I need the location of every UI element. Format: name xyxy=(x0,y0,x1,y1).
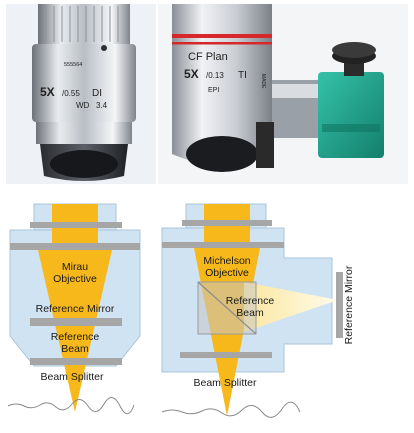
michelson-top-lens-plate xyxy=(182,220,272,226)
michelson-diagram: Michelson Objective Reference Beam Refer… xyxy=(161,203,355,418)
engraving-wd: WD xyxy=(76,101,90,110)
michelson-bottom-plate xyxy=(180,352,272,358)
michelson-beam-splitter-label: Beam Splitter xyxy=(193,377,257,389)
michelson-input-beam xyxy=(204,204,250,220)
mirau-diagram: Mirau Objective Reference Mirror Referen… xyxy=(7,203,141,415)
michelson-photo-engraving: CF Plan 5X /0.13 TI EPI MADE xyxy=(184,51,266,94)
mirau-lens-plate xyxy=(10,243,140,250)
mirau-reference-mirror-label: Reference Mirror xyxy=(36,303,115,315)
michelson-objective-label-2: Objective xyxy=(205,267,249,279)
mirau-top-lens-plate xyxy=(30,222,122,228)
engraving-ti: TI xyxy=(238,70,247,81)
mirau-sample-surface xyxy=(7,397,135,415)
engraving-aperture: /0.55 xyxy=(62,89,80,98)
mirau-beam-cone xyxy=(38,250,112,412)
mirau-reference-beam-label-2: Beam xyxy=(61,343,89,355)
engraving-made: MADE xyxy=(260,74,266,89)
mirau-beam-splitter-label: Beam Splitter xyxy=(40,371,104,383)
michelson-reference-mirror xyxy=(336,272,343,338)
mirau-objective-label-2: Objective xyxy=(53,273,97,285)
engraving-wd-value: 3.4 xyxy=(96,101,108,110)
engraving-epi: EPI xyxy=(208,87,219,94)
mirau-reference-mirror xyxy=(30,318,122,326)
michelson-reference-mirror-label: Reference Mirror xyxy=(343,265,355,344)
mirau-objective-photo: 555564 5X /0.55 DI WD 3.4 xyxy=(6,4,156,184)
mirau-beam-splitter xyxy=(30,358,122,365)
michelson-reference-beam-label: Reference xyxy=(226,295,275,307)
engraving-serial: 555564 xyxy=(64,62,82,68)
michelson-reference-beam xyxy=(244,282,338,332)
michelson-reference-beam-label-2: Beam xyxy=(236,307,264,319)
engraving-aperture: /0.13 xyxy=(206,71,224,80)
mirau-objective-label: Mirau xyxy=(62,261,88,273)
mirau-photo-engraving: 555564 5X /0.55 DI WD 3.4 xyxy=(40,62,108,110)
engraving-di: DI xyxy=(92,88,102,99)
engraving-magnification: 5X xyxy=(40,85,55,99)
michelson-sample-surface xyxy=(161,401,301,418)
michelson-objective-label: Michelson xyxy=(203,255,250,267)
mirau-input-beam xyxy=(52,204,98,222)
michelson-objective-photo: CF Plan 5X /0.13 TI EPI MADE xyxy=(158,4,408,184)
mirau-reference-beam-label: Reference xyxy=(51,331,100,343)
michelson-lens-plate xyxy=(162,242,284,248)
engraving-magnification: 5X xyxy=(184,67,199,81)
engraving-cf-plan: CF Plan xyxy=(188,51,228,63)
